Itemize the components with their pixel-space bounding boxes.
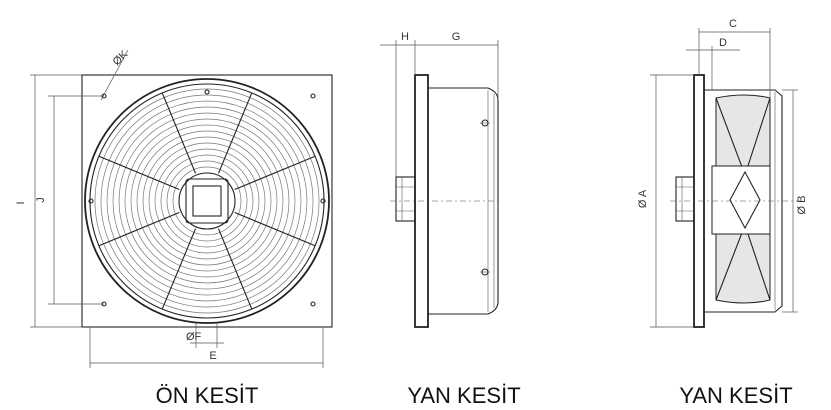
grill-spoke [234,155,316,191]
front-view: I J ØK ØF E [15,48,333,368]
grill-spoke [217,228,253,310]
dim-a-label: Ø A [637,189,649,208]
grill-spoke [217,92,253,174]
caption-side-2: YAN KESİT [679,383,792,408]
side2-hub [711,165,771,235]
dim-d-label: D [719,37,727,49]
caption-front: ÖN KESİT [156,383,259,408]
grill-ring [172,166,242,236]
side-view-1: H G [380,31,500,328]
grill-ring [154,148,260,254]
front-grill-spokes [98,92,316,310]
grill-ring [160,154,254,248]
grill-spoke [161,92,197,174]
side-view-2: Ø A Ø B C D [637,18,808,328]
front-mount-hole-br [310,301,316,307]
front-outer-ring [84,78,330,324]
grill-ring [130,124,284,278]
dim-h-label: H [401,31,409,43]
front-motor-box [185,178,229,224]
grill-ring [166,160,248,242]
side2-motor-stub [675,176,695,222]
front-mount-hole-t [204,89,210,95]
grill-ring [100,94,314,308]
grill-ring [118,112,296,290]
grill-ring [124,118,290,284]
grill-spoke [161,228,197,310]
dim-i-label: I [15,201,27,204]
dim-c-label: C [729,18,737,30]
grill-ring [136,130,278,272]
dim-e-label: E [209,350,216,362]
dim-k-leader [100,49,129,101]
front-motor-inner [192,185,222,217]
grill-spoke [98,211,180,247]
grill-spoke [98,155,180,191]
dim-f-label: ØF [186,331,202,343]
grill-spoke [234,211,316,247]
dim-b-label: Ø B [796,196,808,215]
grill-ring [106,100,308,302]
dim-j-label: J [35,197,47,203]
side1-motor-stub [395,176,416,222]
grill-ring [94,88,320,314]
front-mounting-plate [81,74,333,328]
grill-ring [112,106,302,296]
front-mount-hole-r [320,198,326,204]
front-mount-hole-l [88,198,94,204]
front-hub-outer [178,172,236,230]
caption-side-1: YAN KESİT [407,383,520,408]
side2-blade-center [729,170,761,230]
grill-ring [148,142,266,260]
grill-ring [142,136,272,266]
front-inner-ring [89,83,325,319]
front-grill-rings [94,88,320,314]
front-mount-hole-tr [310,93,316,99]
dim-g-label: G [452,31,461,43]
